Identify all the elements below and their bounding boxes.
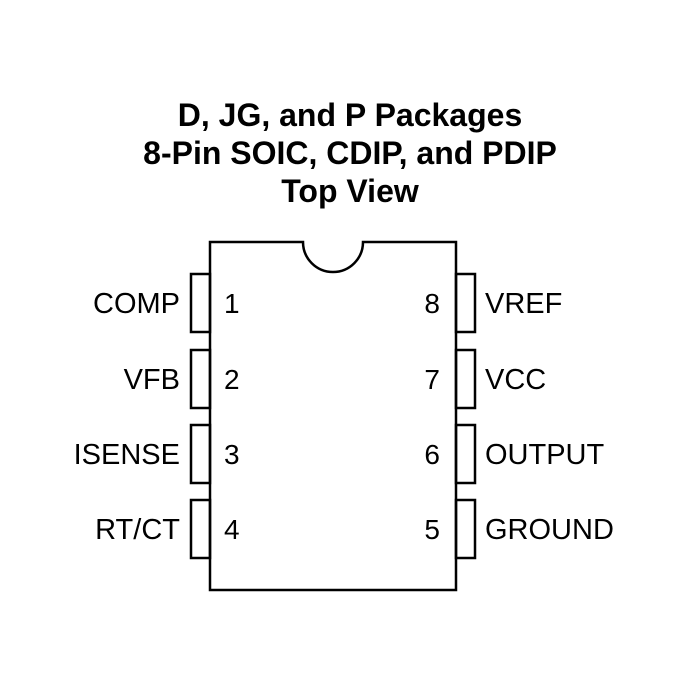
pin-6-lead xyxy=(454,423,477,485)
title-line-1: D, JG, and P Packages xyxy=(177,97,523,133)
pin-1-number: 1 xyxy=(224,288,240,319)
pin-7-number: 7 xyxy=(424,364,440,395)
pin-7-lead xyxy=(454,348,477,410)
pin-2-lead xyxy=(189,348,212,410)
pin-3-lead xyxy=(189,423,212,485)
pin-5-number: 5 xyxy=(424,514,440,545)
pin-1-lead xyxy=(189,272,212,334)
pin-1-name: COMP xyxy=(93,288,180,320)
pin-8-lead xyxy=(454,272,477,334)
pin-8-number: 8 xyxy=(424,288,440,319)
pin-4-number: 4 xyxy=(224,514,240,545)
pin-6-name: OUTPUT xyxy=(485,439,605,471)
pin-3-name: ISENSE xyxy=(74,439,180,471)
pin-6-number: 6 xyxy=(424,439,440,470)
pin-3-number: 3 xyxy=(224,439,240,470)
pin-5-name: GROUND xyxy=(485,514,614,546)
title-line-2: 8-Pin SOIC, CDIP, and PDIP xyxy=(143,135,557,171)
pin-8-name: VREF xyxy=(485,288,562,320)
title-line-3: Top View xyxy=(281,173,419,209)
pin-4-lead xyxy=(189,498,212,560)
pin-2-number: 2 xyxy=(224,364,240,395)
pin-2-name: VFB xyxy=(124,364,180,396)
pin-5-lead xyxy=(454,498,477,560)
pin-4-name: RT/CT xyxy=(95,514,180,546)
package-title: D, JG, and P Packages 8-Pin SOIC, CDIP, … xyxy=(0,96,700,210)
ic-body xyxy=(208,240,458,592)
pin-7-name: VCC xyxy=(485,364,546,396)
